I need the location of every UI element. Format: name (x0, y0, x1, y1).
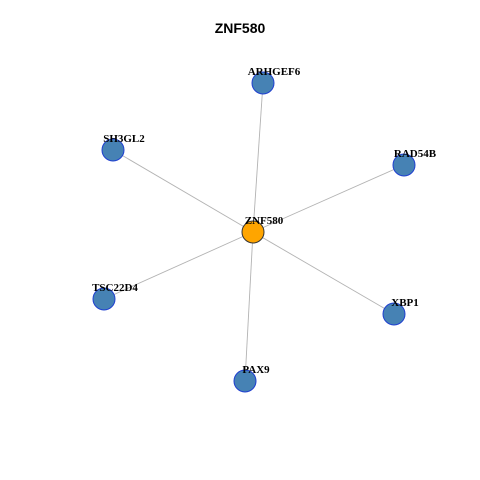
node-circle (101, 138, 125, 162)
node-circle (241, 220, 265, 244)
node-rad54b: RAD54B (392, 148, 437, 177)
edge-znf580-pax9 (244, 231, 254, 382)
node-label: ZNF580 (245, 215, 284, 227)
edge-znf580-arhgef6 (252, 82, 264, 233)
figure-title: ZNF580 (214, 20, 266, 36)
edge-znf580-xbp1 (252, 231, 395, 315)
edge-znf580-tsc22d4 (103, 231, 254, 300)
node-circle (92, 287, 116, 311)
node-circle (392, 153, 416, 177)
edge-layer (103, 82, 405, 382)
node-label: XBP1 (391, 297, 419, 309)
node-label: ARHGEF6 (248, 66, 301, 78)
node-label: PAX9 (242, 364, 270, 376)
node-tsc22d4: TSC22D4 (92, 282, 138, 311)
node-label: SH3GL2 (103, 133, 145, 145)
node-arhgef6: ARHGEF6 (248, 66, 301, 95)
node-znf580: ZNF580 (241, 215, 284, 244)
node-circle (233, 369, 257, 393)
node-xbp1: XBP1 (382, 297, 419, 326)
node-circle (382, 302, 406, 326)
node-label: RAD54B (394, 148, 437, 160)
node-pax9: PAX9 (233, 364, 270, 393)
edge-znf580-rad54b (252, 164, 405, 233)
node-sh3gl2: SH3GL2 (101, 133, 145, 162)
node-circle (251, 71, 275, 95)
edge-znf580-sh3gl2 (112, 149, 254, 233)
node-label: TSC22D4 (92, 282, 138, 294)
